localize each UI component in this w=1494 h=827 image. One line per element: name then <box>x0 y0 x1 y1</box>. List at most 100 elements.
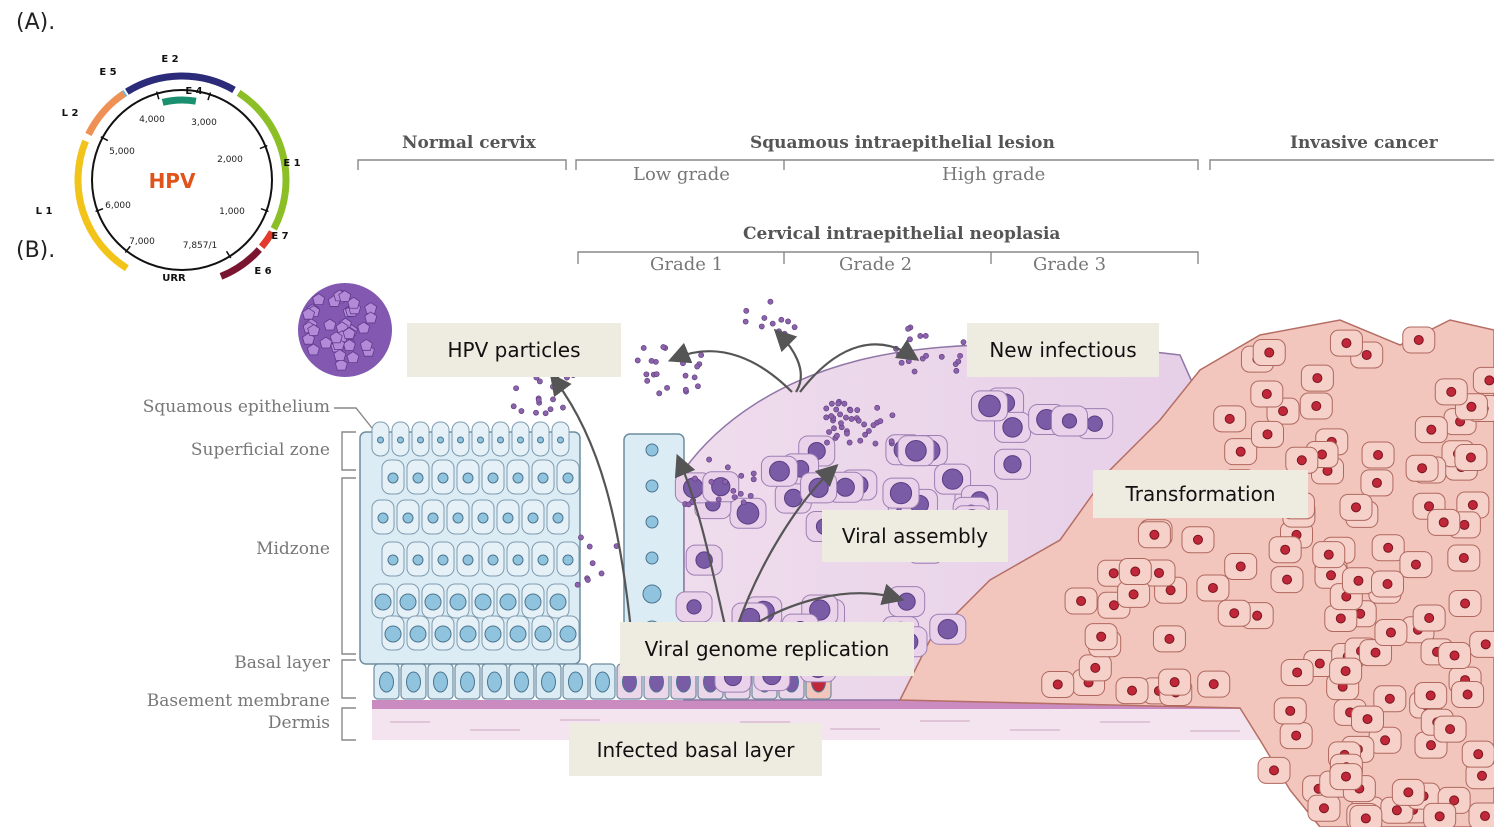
virion <box>748 493 753 498</box>
cancer-nucleus <box>1166 586 1175 595</box>
cancer-nucleus <box>1461 599 1470 608</box>
virion <box>844 431 849 436</box>
cancer-nucleus <box>1263 430 1272 439</box>
cancer-nucleus <box>1193 535 1202 544</box>
cancer-nucleus <box>1286 706 1295 715</box>
virion <box>644 372 649 377</box>
virion <box>878 419 883 424</box>
normal-nucleus <box>518 437 524 443</box>
cancer-nucleus <box>1426 691 1435 700</box>
viral-nucleus <box>1062 414 1076 428</box>
cancer-nucleus <box>1411 560 1420 569</box>
virion <box>842 401 847 406</box>
normal-nucleus <box>458 437 464 443</box>
normal-nucleus <box>413 473 423 483</box>
cancer-nucleus <box>1318 450 1327 459</box>
cancer-nucleus <box>1128 686 1137 695</box>
cancer-nucleus <box>1230 609 1239 618</box>
virion <box>837 412 842 417</box>
callout-hpv-particles: HPV particles <box>407 323 621 377</box>
cancer-nucleus <box>1236 447 1245 456</box>
cancer-nucleus <box>1265 348 1274 357</box>
normal-nucleus <box>513 473 523 483</box>
virion <box>751 477 756 482</box>
viral-nucleus <box>784 489 802 507</box>
normal-nucleus <box>478 437 484 443</box>
cancer-nucleus <box>1327 571 1336 580</box>
cancer-nucleus <box>1427 425 1436 434</box>
normal-nucleus <box>538 555 548 565</box>
virion <box>683 387 688 392</box>
normal-nucleus <box>646 516 658 528</box>
cancer-nucleus <box>1313 374 1322 383</box>
cancer-nucleus <box>1324 550 1333 559</box>
normal-nucleus <box>563 555 573 565</box>
cancer-nucleus <box>1336 614 1345 623</box>
cancer-nucleus <box>1474 750 1483 759</box>
virion <box>699 352 704 357</box>
cancer-nucleus <box>1425 502 1434 511</box>
normal-nucleus <box>385 626 401 642</box>
virion <box>744 308 749 313</box>
cancer-nucleus <box>1477 771 1486 780</box>
cancer-nucleus <box>1053 680 1062 689</box>
cancer-nucleus <box>1446 725 1455 734</box>
virion <box>897 352 902 357</box>
virion <box>770 321 775 326</box>
cancer-nucleus <box>1383 580 1392 589</box>
virion <box>599 571 604 576</box>
cancer-nucleus <box>1209 680 1218 689</box>
viral-nucleus <box>1003 418 1022 437</box>
stage-grade-3: Grade 3 <box>1033 254 1106 275</box>
virion <box>709 479 714 484</box>
cancer-nucleus <box>1435 812 1444 821</box>
virion <box>824 406 829 411</box>
cancer-nucleus <box>1463 690 1472 699</box>
virion <box>741 500 746 505</box>
virion <box>759 324 764 329</box>
cancer-nucleus <box>1392 806 1401 815</box>
basal-nucleus <box>515 672 529 692</box>
cancer-nucleus <box>1439 518 1448 527</box>
layer-dermis: Dermis <box>268 713 330 733</box>
cancer-nucleus <box>1297 456 1306 465</box>
virion <box>792 325 797 330</box>
normal-nucleus <box>438 437 444 443</box>
viral-nucleus <box>687 600 701 614</box>
callout-new-infectious: New infectious <box>967 323 1159 377</box>
virion <box>889 439 894 444</box>
cancer-nucleus <box>1425 613 1434 622</box>
cancer-nucleus <box>1385 694 1394 703</box>
viral-nucleus <box>1004 456 1021 473</box>
normal-nucleus <box>438 555 448 565</box>
normal-nucleus <box>378 437 384 443</box>
normal-nucleus <box>485 626 501 642</box>
virion <box>848 408 853 413</box>
virion <box>692 375 697 380</box>
virion <box>657 391 662 396</box>
normal-nucleus <box>498 437 504 443</box>
virion <box>836 401 841 406</box>
virion <box>954 368 959 373</box>
cancer-nucleus <box>1459 554 1468 563</box>
virion <box>829 401 834 406</box>
normal-nucleus <box>400 594 416 610</box>
cancer-nucleus <box>1447 387 1456 396</box>
normal-nucleus <box>453 513 463 523</box>
normal-nucleus <box>646 444 658 456</box>
cancer-nucleus <box>1404 788 1413 797</box>
virion <box>548 407 553 412</box>
virion <box>511 404 516 409</box>
virion <box>847 440 852 445</box>
cancer-nucleus <box>1460 520 1469 529</box>
virion <box>906 359 911 364</box>
cancer-nucleus <box>1374 450 1383 459</box>
cancer-nucleus <box>1468 501 1477 510</box>
normal-nucleus <box>378 513 388 523</box>
virion <box>824 415 829 420</box>
cancer-nucleus <box>1150 530 1159 539</box>
normal-nucleus <box>418 437 424 443</box>
cancer-nucleus <box>1170 678 1179 687</box>
normal-nucleus <box>550 594 566 610</box>
basal-nucleus <box>542 672 556 692</box>
